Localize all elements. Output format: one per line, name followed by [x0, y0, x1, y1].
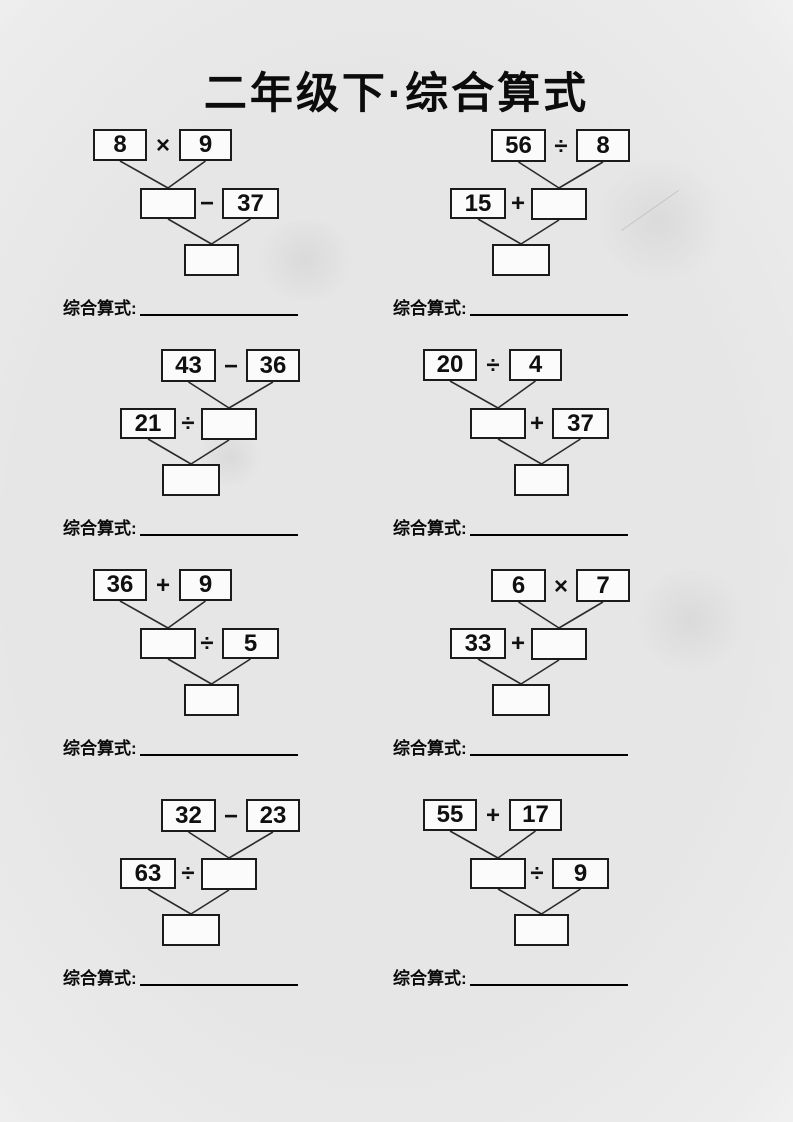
equation-label: 综合算式:: [393, 299, 467, 318]
final-answer-box: [514, 464, 569, 496]
final-answer-box: [162, 464, 220, 496]
top-left-operand-box: 6: [491, 569, 546, 602]
connector-lines: [477, 161, 604, 245]
middle-operator: ÷: [181, 860, 195, 887]
middle-right-box: 37: [552, 408, 609, 439]
problem-3: 43 − 36 21 ÷ 综合算式:: [60, 330, 400, 545]
top-operator: ÷: [486, 352, 500, 379]
equation-line: 综合算式:: [393, 964, 628, 989]
middle-right-box: 9: [552, 858, 609, 889]
top-left-operand-box: 32: [161, 799, 216, 832]
problem-2: 56 ÷ 8 15 + 综合算式:: [390, 110, 730, 325]
equation-line: 综合算式:: [63, 734, 298, 759]
problem-4: 20 ÷ 4 + 37 综合算式:: [390, 330, 730, 545]
top-right-operand-box: 7: [576, 569, 630, 602]
middle-answer-box: [140, 628, 196, 659]
connector-lines: [119, 160, 251, 245]
answer-underline: [139, 314, 298, 316]
equation-label: 综合算式:: [63, 519, 137, 538]
middle-answer-box: [531, 188, 587, 220]
final-answer-box: [162, 914, 220, 946]
middle-answer-box: [201, 408, 257, 440]
middle-operator: +: [510, 190, 526, 217]
middle-answer-box: [201, 858, 257, 890]
answer-underline: [469, 984, 628, 986]
connector-lines: [449, 380, 581, 465]
top-operator: −: [223, 803, 239, 830]
problem-5: 36 + 9 ÷ 5 综合算式:: [60, 550, 400, 765]
answer-underline: [469, 534, 628, 536]
problem-1: 8 × 9 − 37 综合算式:: [60, 110, 400, 325]
middle-operator: +: [510, 630, 526, 657]
equation-label: 综合算式:: [393, 969, 467, 988]
top-operator: ÷: [554, 133, 568, 160]
middle-operator: ÷: [181, 410, 195, 437]
middle-answer-box: [470, 858, 526, 889]
middle-answer-box: [531, 628, 587, 660]
top-left-operand-box: 36: [93, 569, 147, 601]
equation-line: 综合算式:: [63, 514, 298, 539]
problem-7: 32 − 23 63 ÷ 综合算式:: [60, 780, 400, 995]
top-right-operand-box: 9: [179, 129, 232, 161]
top-right-operand-box: 8: [576, 129, 630, 162]
problem-6: 6 × 7 33 + 综合算式:: [390, 550, 730, 765]
connector-lines: [147, 831, 274, 915]
answer-underline: [139, 984, 298, 986]
top-left-operand-box: 55: [423, 799, 477, 831]
equation-label: 综合算式:: [63, 739, 137, 758]
equation-label: 综合算式:: [393, 739, 467, 758]
middle-answer-box: [470, 408, 526, 439]
final-answer-box: [184, 244, 239, 276]
middle-answer-box: [140, 188, 196, 219]
top-right-operand-box: 4: [509, 349, 562, 381]
equation-line: 综合算式:: [393, 294, 628, 319]
top-right-operand-box: 36: [246, 349, 300, 382]
connector-lines: [147, 381, 274, 465]
middle-operator: +: [529, 410, 545, 437]
middle-left-box: 33: [450, 628, 506, 659]
top-operator: ×: [553, 573, 569, 600]
top-left-operand-box: 56: [491, 129, 546, 162]
top-left-operand-box: 43: [161, 349, 216, 382]
equation-label: 综合算式:: [63, 969, 137, 988]
top-operator: ×: [155, 132, 171, 159]
final-answer-box: [184, 684, 239, 716]
final-answer-box: [492, 244, 550, 276]
equation-line: 综合算式:: [393, 734, 628, 759]
page-title: 二年级下·综合算式: [203, 69, 590, 118]
top-left-operand-box: 8: [93, 129, 147, 161]
middle-left-box: 21: [120, 408, 176, 439]
middle-right-box: 5: [222, 628, 279, 659]
top-right-operand-box: 23: [246, 799, 300, 832]
final-answer-box: [514, 914, 569, 946]
middle-operator: −: [199, 190, 215, 217]
answer-underline: [139, 534, 298, 536]
top-operator: +: [485, 802, 501, 829]
equation-label: 综合算式:: [63, 299, 137, 318]
middle-operator: ÷: [200, 630, 214, 657]
answer-underline: [469, 314, 628, 316]
middle-operator: ÷: [530, 860, 544, 887]
connector-lines: [477, 601, 604, 685]
equation-line: 综合算式:: [63, 294, 298, 319]
answer-underline: [139, 754, 298, 756]
middle-left-box: 15: [450, 188, 506, 219]
top-operator: −: [223, 353, 239, 380]
middle-right-box: 37: [222, 188, 279, 219]
middle-left-box: 63: [120, 858, 176, 889]
answer-underline: [469, 754, 628, 756]
top-operator: +: [155, 572, 171, 599]
problem-8: 55 + 17 ÷ 9 综合算式:: [390, 780, 730, 995]
connector-lines: [449, 830, 581, 915]
equation-line: 综合算式:: [63, 964, 298, 989]
equation-line: 综合算式:: [393, 514, 628, 539]
top-right-operand-box: 17: [509, 799, 562, 831]
connector-lines: [119, 600, 251, 685]
final-answer-box: [492, 684, 550, 716]
top-left-operand-box: 20: [423, 349, 477, 381]
top-right-operand-box: 9: [179, 569, 232, 601]
equation-label: 综合算式:: [393, 519, 467, 538]
